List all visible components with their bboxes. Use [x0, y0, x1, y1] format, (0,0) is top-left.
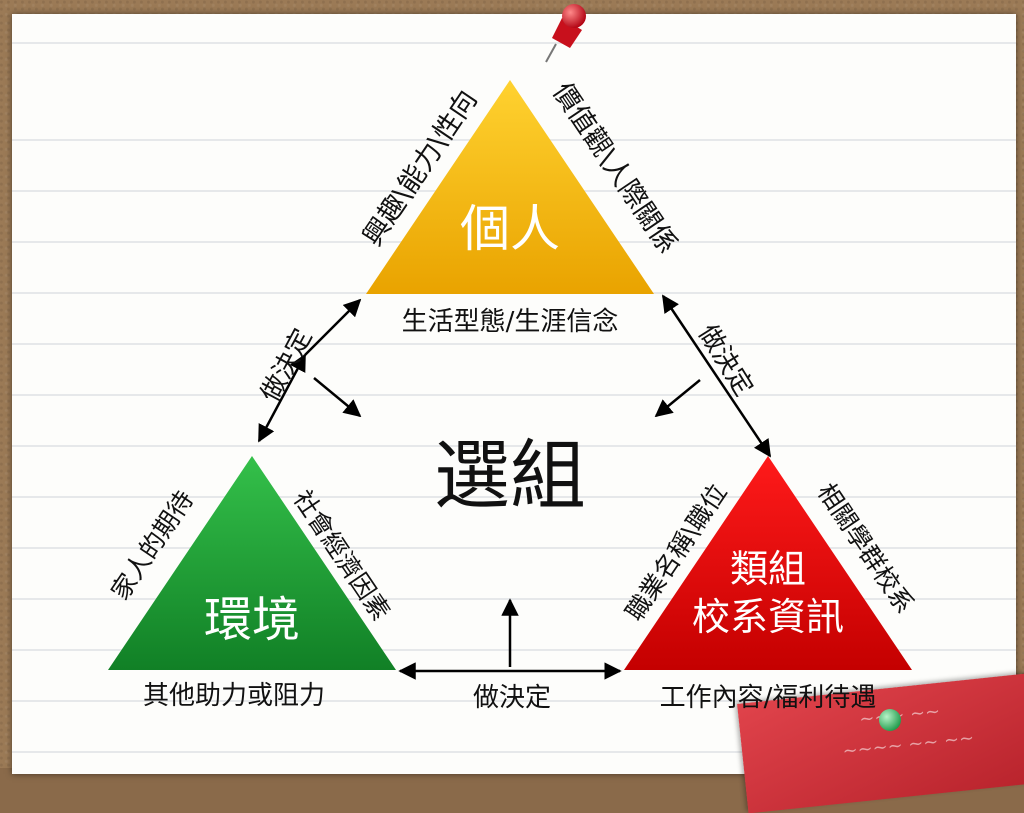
- personal-triangle: [366, 80, 654, 294]
- personal-label: 個人: [460, 200, 560, 258]
- right-decision-arrows: [654, 294, 772, 458]
- environment-bottom-label: 其他助力或阻力: [143, 681, 325, 711]
- left-arrow-extension: [304, 298, 362, 356]
- personal-bottom-label: 生活型態/生涯信念: [402, 307, 619, 337]
- green-pin-icon: [879, 709, 901, 731]
- environment-label: 環境: [204, 592, 300, 648]
- left-edge-label: 做決定: [255, 324, 318, 407]
- bottom-edge-label: 做決定: [473, 683, 551, 713]
- left-decision-arrows: [257, 353, 362, 443]
- subject-label-line2: 校系資訊: [692, 595, 844, 639]
- push-pin-icon: [545, 4, 586, 63]
- decision-diagram: 個人 環境 類組 校系資訊 興趣\能力\性向 價值觀\人際關係 家人的期待 社會…: [105, 4, 920, 731]
- bottom-decision-arrows: [398, 598, 622, 680]
- center-label: 選組: [434, 431, 586, 520]
- subject-label-line1: 類組: [730, 547, 806, 591]
- subject-triangle: [624, 456, 912, 670]
- environment-triangle: [108, 456, 396, 670]
- subject-bottom-label: 工作內容/福利待遇: [660, 683, 877, 713]
